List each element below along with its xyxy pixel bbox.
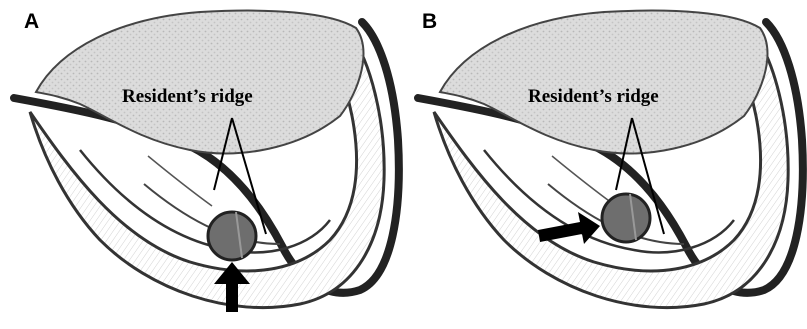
panel-letter: B — [422, 10, 437, 34]
panel-b: B Resident’s ridge — [404, 0, 807, 329]
arrow-right — [538, 212, 600, 244]
fossa-illustration-a — [0, 0, 403, 329]
ball — [208, 212, 256, 260]
fossa-illustration-b — [404, 0, 807, 329]
ridge-label: Resident’s ridge — [122, 86, 253, 108]
panel-letter: A — [24, 10, 39, 34]
ball — [602, 194, 650, 242]
ridge-label: Resident’s ridge — [528, 86, 659, 108]
stippled-lobe — [440, 11, 767, 154]
panel-a: A Resident’s ridge — [0, 0, 403, 329]
stippled-lobe — [36, 11, 363, 154]
